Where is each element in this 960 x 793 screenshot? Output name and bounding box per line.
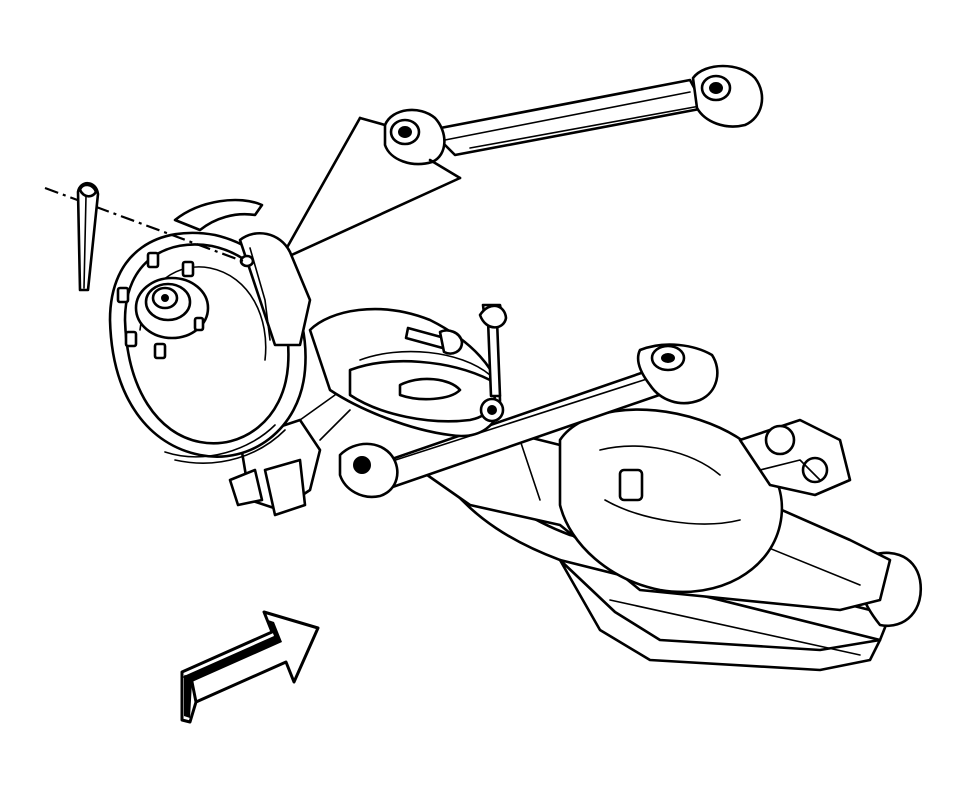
- cotter-pin: [76, 181, 100, 292]
- upper-control-arm: [383, 64, 764, 166]
- differential: [558, 408, 852, 594]
- brake-drum-hub: [108, 198, 307, 464]
- lower-control-arm: [338, 343, 719, 499]
- bolt: [404, 303, 508, 398]
- arrow-up-right-icon: [180, 610, 320, 724]
